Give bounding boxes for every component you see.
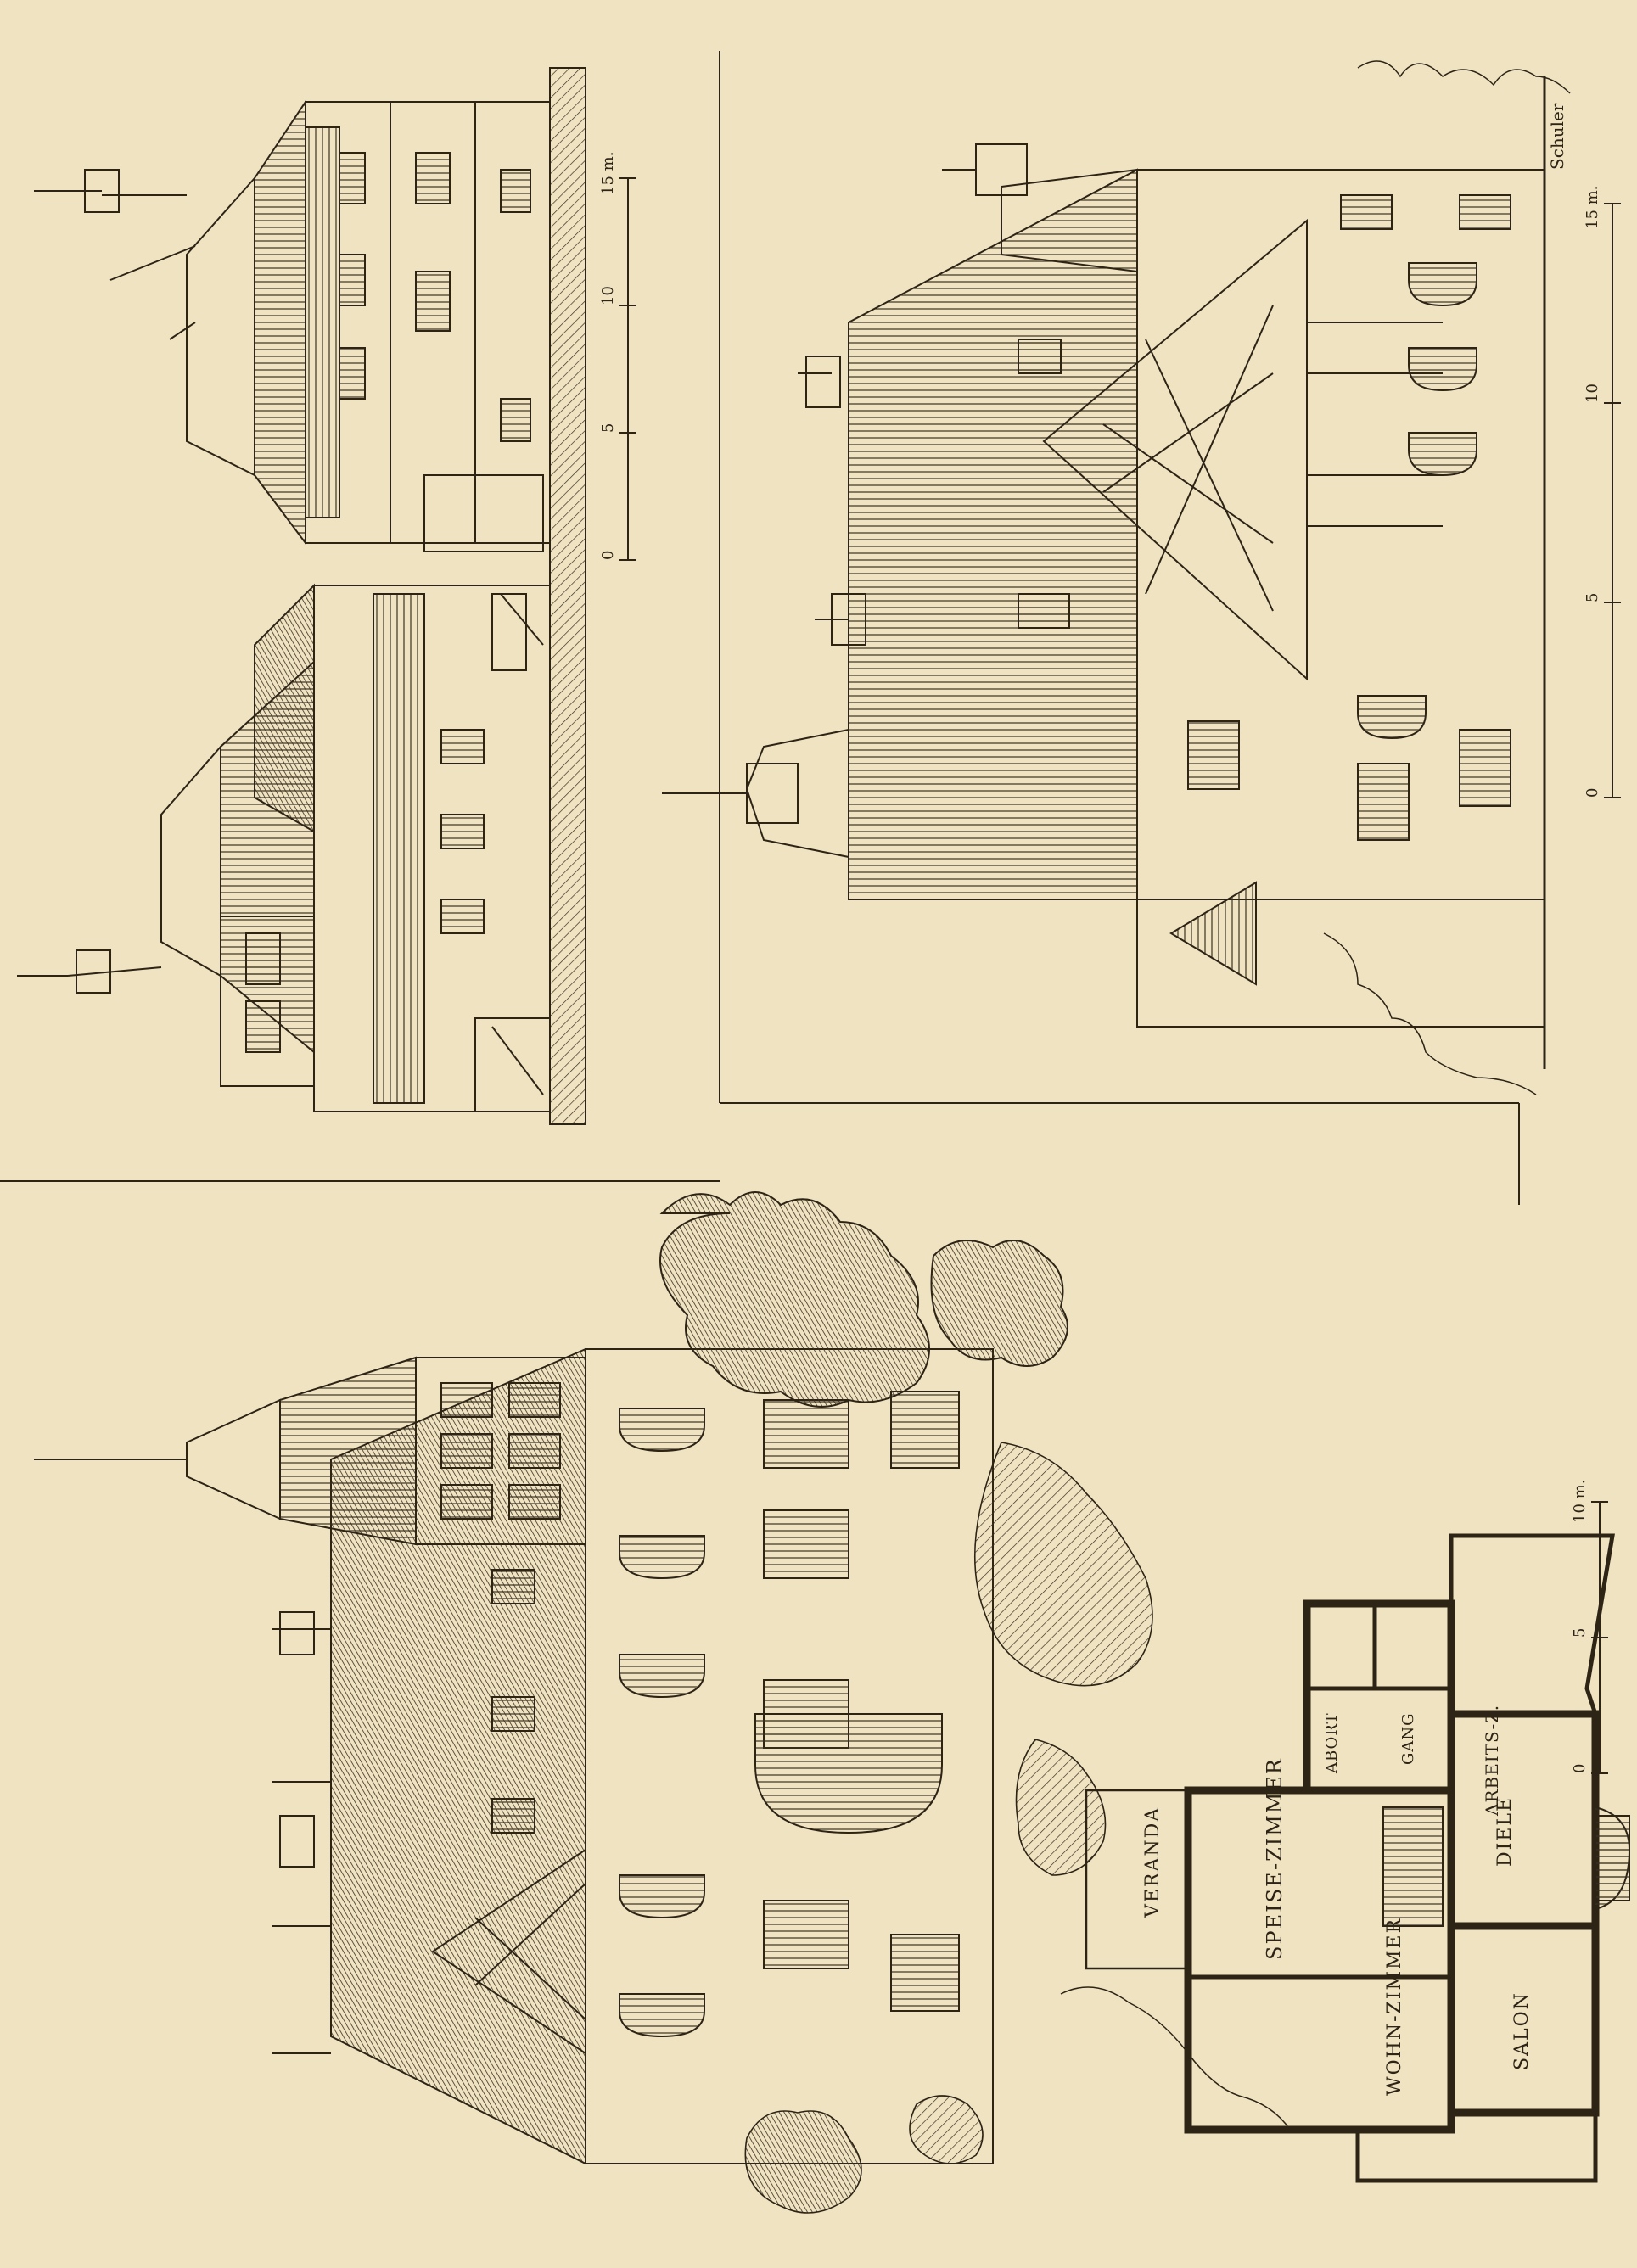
panel-dividers	[0, 51, 1520, 1205]
front-elevation: Schuler 0 5 10 15 m.	[662, 60, 1621, 1095]
scale-top-tick-10: 10	[599, 286, 617, 305]
scale-plan-tick-10: 10 m.	[1571, 1480, 1589, 1523]
scale-bar-right: 0 5 10 15 m.	[1584, 186, 1621, 798]
scale-plan-tick-0: 0	[1571, 1764, 1589, 1773]
room-abort: ABORT	[1323, 1712, 1341, 1774]
scale-plan-tick-5: 5	[1571, 1628, 1589, 1638]
elevation-pair: 0 5 10 15 m.	[17, 67, 636, 1125]
scale-top-tick-5: 5	[599, 423, 617, 433]
perspective-view	[34, 1191, 1291, 2214]
scale-right-tick-0: 0	[1584, 788, 1601, 798]
scale-right-tick-10: 10	[1584, 384, 1601, 403]
room-veranda: VERANDA	[1142, 1806, 1163, 1918]
scale-top-tick-15: 15 m.	[599, 152, 617, 195]
room-speise-zimmer: SPEISE-ZIMMER	[1263, 1757, 1287, 1960]
room-gang: GANG	[1399, 1712, 1417, 1765]
room-salon: SALON	[1511, 1991, 1533, 2070]
floor-plan: VERANDA SPEISE-ZIMMER WOHN-ZIMMER SALON …	[1085, 1480, 1631, 2183]
ground-hatching	[549, 67, 586, 1125]
room-diele: DIELE	[1494, 1796, 1516, 1867]
scale-bar-top: 0 5 10 15 m.	[599, 152, 636, 561]
scale-right-tick-5: 5	[1584, 593, 1601, 602]
scale-right-tick-15: 15 m.	[1584, 186, 1601, 229]
rear-elevation	[34, 98, 551, 552]
scale-bar-plan: 0 5 10 m.	[1571, 1480, 1608, 1774]
side-elevation	[17, 583, 551, 1112]
room-wohn-zimmer: WOHN-ZIMMER	[1384, 1918, 1405, 2096]
trees	[659, 1191, 1153, 2214]
room-arbeits-zimmer: ARBEITS-Z.	[1482, 1705, 1502, 1817]
scale-top-tick-0: 0	[599, 551, 617, 560]
artist-signature: Schuler	[1547, 103, 1567, 170]
